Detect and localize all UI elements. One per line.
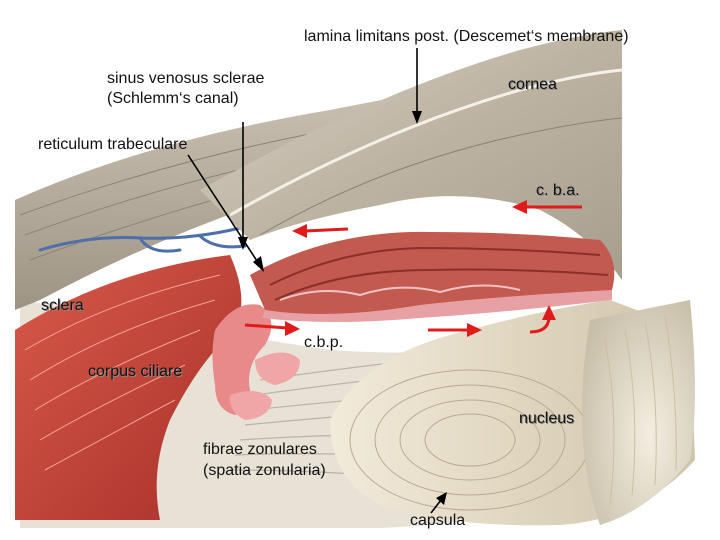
label-nucleus: nucleus (519, 410, 575, 427)
label-fibrae-zonulares-line1: fibrae zonulares (203, 441, 317, 458)
flow-arrow-posterior-2 (428, 323, 482, 337)
label-capsula: capsula (410, 512, 466, 529)
label-descemet-membrane: lamina limitans post. (Descemet‘s membra… (304, 28, 629, 45)
flow-arrow-pupil (529, 305, 556, 334)
label-cornea: cornea (508, 76, 557, 93)
iris (250, 231, 615, 322)
flow-arrow-posterior-1 (244, 321, 300, 336)
ciliary-muscle (15, 255, 242, 520)
pointer-descemet (412, 48, 422, 124)
label-sinus-venosus-line2: (Schlemm‘s canal) (107, 90, 239, 107)
label-corpus-ciliare: corpus ciliare (88, 363, 183, 380)
label-sclera: sclera (41, 297, 84, 314)
label-fibrae-zonulares-line2: (spatia zonularia) (203, 462, 326, 479)
label-sinus-venosus-line1: sinus venosus sclerae (107, 70, 265, 87)
pointer-lines (187, 48, 447, 514)
aqueous-flow-arrows (244, 200, 582, 337)
pointer-capsula (430, 492, 447, 514)
cornea-shape (200, 30, 623, 280)
pointer-schlemm (238, 122, 248, 250)
label-cba: c. b.a. (536, 182, 580, 199)
flow-arrow-cba (512, 200, 582, 214)
pointer-reticulum (187, 154, 264, 272)
label-reticulum-trabeculare: reticulum trabeculare (38, 136, 188, 153)
flow-arrow-chamber-angle (292, 224, 349, 238)
label-cbp: c.b.p. (304, 334, 344, 351)
lens (330, 300, 695, 526)
ciliary-processes (212, 304, 300, 420)
